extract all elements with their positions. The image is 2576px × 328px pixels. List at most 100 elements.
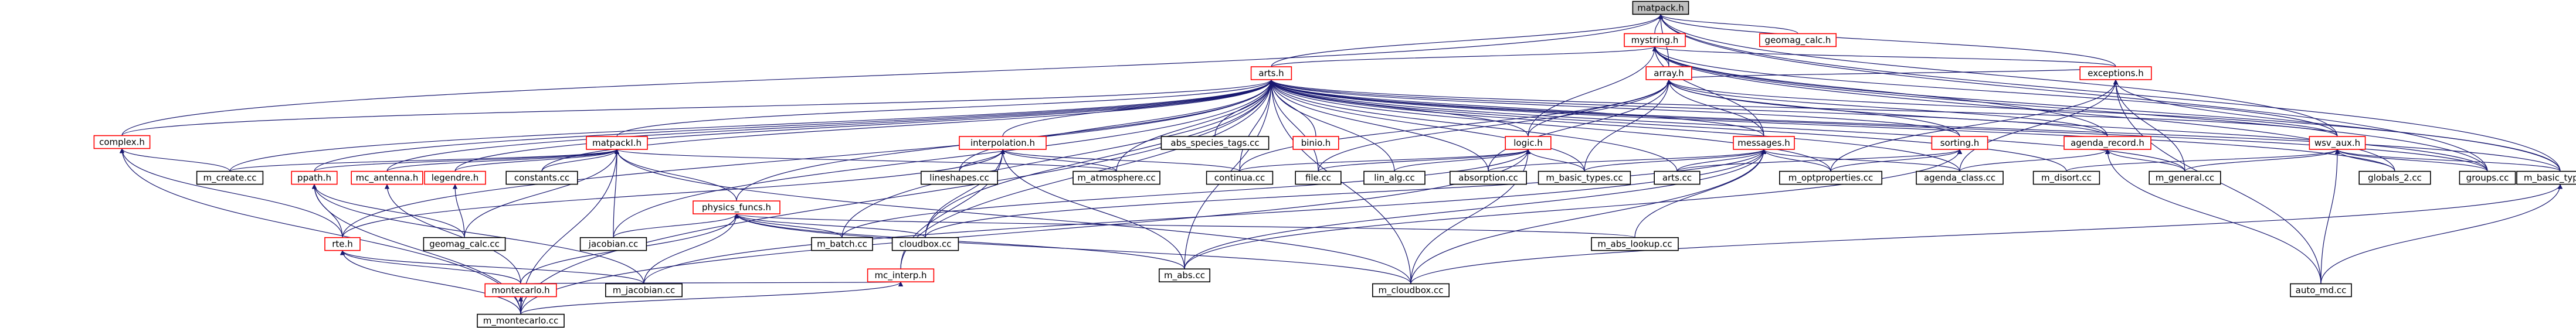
node-m-basic-types-h[interactable]: m_basic_types.h: [2516, 170, 2576, 185]
node-m-cloudbox-cc[interactable]: m_cloudbox.cc: [1372, 283, 1450, 298]
node-m-montecarlo-cc[interactable]: m_montecarlo.cc: [477, 313, 565, 328]
node-ppath-h[interactable]: ppath.h: [291, 170, 338, 185]
node-matpack-h-top[interactable]: matpack.h: [1632, 1, 1689, 15]
node-globals-2-cc[interactable]: globals_2.cc: [2358, 170, 2431, 185]
node-logic-h[interactable]: logic.h: [1505, 136, 1552, 150]
node-box[interactable]: [1206, 170, 1274, 185]
node-box[interactable]: [1505, 136, 1552, 150]
node-m-jacobian-cc[interactable]: m_jacobian.cc: [605, 283, 683, 298]
node-box[interactable]: [2079, 66, 2152, 80]
node-constants-cc[interactable]: constants.cc: [505, 170, 578, 185]
node-auto-md-cc[interactable]: auto_md.cc: [2290, 283, 2352, 298]
node-box[interactable]: [2459, 170, 2516, 185]
node-mc-antenna-h[interactable]: mc_antenna.h: [351, 170, 423, 185]
node-interpolation-h[interactable]: interpolation.h: [959, 136, 1047, 150]
node-box[interactable]: [1159, 268, 1211, 283]
node-box[interactable]: [423, 237, 506, 251]
node-file-cc[interactable]: file.cc: [1295, 170, 1342, 185]
node-m-atmosphere-cc[interactable]: m_atmosphere.cc: [1073, 170, 1160, 185]
node-m-general-cc[interactable]: m_general.cc: [2149, 170, 2221, 185]
node-box[interactable]: [891, 237, 959, 251]
node-box[interactable]: [2032, 170, 2100, 185]
node-box[interactable]: [867, 268, 935, 283]
node-box[interactable]: [2149, 170, 2221, 185]
node-box[interactable]: [1931, 136, 1988, 150]
node-box[interactable]: [1160, 136, 1270, 150]
node-box[interactable]: [93, 135, 151, 149]
node-exceptions-h[interactable]: exceptions.h: [2079, 66, 2152, 80]
node-box[interactable]: [291, 170, 338, 185]
node-m-abs-cc[interactable]: m_abs.cc: [1159, 268, 1211, 283]
node-box[interactable]: [1450, 170, 1528, 185]
node-box[interactable]: [424, 170, 486, 185]
node-m-optproperties-cc[interactable]: m_optproperties.cc: [1779, 170, 1883, 185]
node-box[interactable]: [1591, 237, 1679, 251]
node-lineshapes-cc[interactable]: lineshapes.cc: [921, 170, 999, 185]
node-box[interactable]: [1759, 33, 1837, 47]
node-jacobian-cc[interactable]: jacobian.cc: [579, 237, 647, 251]
node-wsv-aux-h[interactable]: wsv_aux.h: [2309, 136, 2366, 150]
node-agenda-class-cc[interactable]: agenda_class.cc: [1916, 170, 2004, 185]
node-box[interactable]: [477, 313, 565, 328]
node-box[interactable]: [484, 283, 557, 298]
node-box[interactable]: [1645, 66, 1692, 80]
node-box[interactable]: [196, 170, 264, 185]
node-box[interactable]: [811, 237, 873, 251]
node-box[interactable]: [1363, 170, 1426, 185]
node-cloudbox-cc[interactable]: cloudbox.cc: [891, 237, 959, 251]
node-box[interactable]: [2358, 170, 2431, 185]
node-box[interactable]: [693, 200, 780, 214]
node-box[interactable]: [1654, 170, 1701, 185]
node-box[interactable]: [1295, 170, 1342, 185]
node-legendre-h[interactable]: legendre.h: [424, 170, 486, 185]
node-box[interactable]: [1372, 283, 1450, 298]
node-box[interactable]: [2290, 283, 2352, 298]
node-geomag-calc-h[interactable]: geomag_calc.h: [1759, 33, 1837, 47]
node-m-create-cc[interactable]: m_create.cc: [196, 170, 264, 185]
node-box[interactable]: [579, 237, 647, 251]
node-box[interactable]: [959, 136, 1047, 150]
node-box[interactable]: [1538, 170, 1631, 185]
node-box[interactable]: [351, 170, 423, 185]
node-array-h[interactable]: array.h: [1645, 66, 1692, 80]
node-messages-h[interactable]: messages.h: [1733, 136, 1795, 150]
node-box[interactable]: [324, 237, 361, 251]
node-box[interactable]: [2516, 170, 2576, 185]
node-binio-h[interactable]: binio.h: [1292, 136, 1339, 150]
node-m-basic-types-cc[interactable]: m_basic_types.cc: [1538, 170, 1631, 185]
node-matpackI-h[interactable]: matpackI.h: [586, 136, 648, 150]
node-agenda-record-h[interactable]: agenda_record.h: [2063, 136, 2151, 150]
node-mystring-h[interactable]: mystring.h: [1624, 33, 1686, 47]
node-box[interactable]: [1624, 33, 1686, 47]
node-physics-funcs-h[interactable]: physics_funcs.h: [693, 200, 780, 214]
node-arts-cc[interactable]: arts.cc: [1654, 170, 1701, 185]
node-box[interactable]: [605, 283, 683, 298]
node-box[interactable]: [1779, 170, 1883, 185]
node-box[interactable]: [2063, 136, 2151, 150]
node-geomag-calc-cc[interactable]: geomag_calc.cc: [423, 237, 506, 251]
node-rte-h[interactable]: rte.h: [324, 237, 361, 251]
node-sorting-h[interactable]: sorting.h: [1931, 136, 1988, 150]
node-box[interactable]: [505, 170, 578, 185]
node-absorption-cc[interactable]: absorption.cc: [1450, 170, 1528, 185]
node-m-disort-cc[interactable]: m_disort.cc: [2032, 170, 2100, 185]
node-montecarlo-h[interactable]: montecarlo.h: [484, 283, 557, 298]
node-continua-cc[interactable]: continua.cc: [1206, 170, 1274, 185]
node-m-abs-lookup-cc[interactable]: m_abs_lookup.cc: [1591, 237, 1679, 251]
node-box[interactable]: [1292, 136, 1339, 150]
node-m-batch-cc[interactable]: m_batch.cc: [811, 237, 873, 251]
node-arts-h[interactable]: arts.h: [1250, 66, 1292, 80]
node-groups-cc[interactable]: groups.cc: [2459, 170, 2516, 185]
node-box[interactable]: [1250, 66, 1292, 80]
node-box[interactable]: [586, 136, 648, 150]
node-box[interactable]: [921, 170, 999, 185]
node-complex-h[interactable]: complex.h: [93, 135, 151, 149]
node-mc-interp-h[interactable]: mc_interp.h: [867, 268, 935, 283]
node-box[interactable]: [2309, 136, 2366, 150]
node-box[interactable]: [1632, 1, 1689, 15]
node-box[interactable]: [1733, 136, 1795, 150]
node-lin-alg-cc[interactable]: lin_alg.cc: [1363, 170, 1426, 185]
node-abs-species-tags-cc[interactable]: abs_species_tags.cc: [1160, 136, 1270, 150]
node-box[interactable]: [1073, 170, 1160, 185]
node-box[interactable]: [1916, 170, 2004, 185]
